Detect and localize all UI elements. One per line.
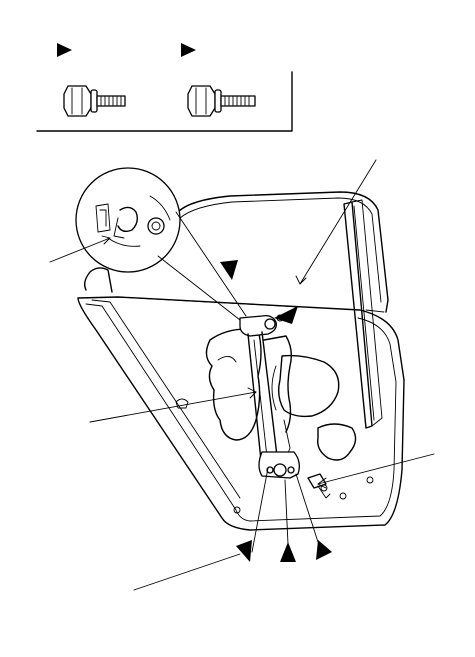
leader-line-detail [49, 237, 111, 263]
leader-line-bolt-a [251, 467, 269, 553]
legend-frame [36, 71, 293, 132]
flange-bolt-icon [63, 85, 126, 117]
pointer-triangle-icon [274, 306, 298, 324]
pointer-triangle-icon [280, 542, 296, 562]
leader-line-lower-bolt [133, 553, 241, 591]
pointer-triangle-icon [236, 540, 252, 562]
door-cutouts [175, 328, 357, 461]
leader-line-regulator [89, 391, 257, 423]
magnified-detail-icon [75, 167, 247, 321]
window-regulator [239, 314, 331, 499]
pointer-arrows [220, 260, 332, 562]
leader-line-window-channel [299, 159, 377, 285]
fastener-legend [36, 43, 293, 132]
legend-pointer-icon-2 [181, 43, 196, 57]
leader-line-bolt-c [295, 473, 319, 543]
flange-bolt-icon [187, 85, 256, 117]
leader-lines [49, 159, 435, 591]
legend-pointer-icon-1 [57, 43, 72, 57]
door-panel [77, 191, 405, 531]
leader-line-connector [317, 453, 435, 485]
pointer-triangle-icon [316, 540, 332, 560]
leader-line-bolt-b [284, 479, 289, 545]
pointer-triangle-icon [220, 260, 238, 280]
